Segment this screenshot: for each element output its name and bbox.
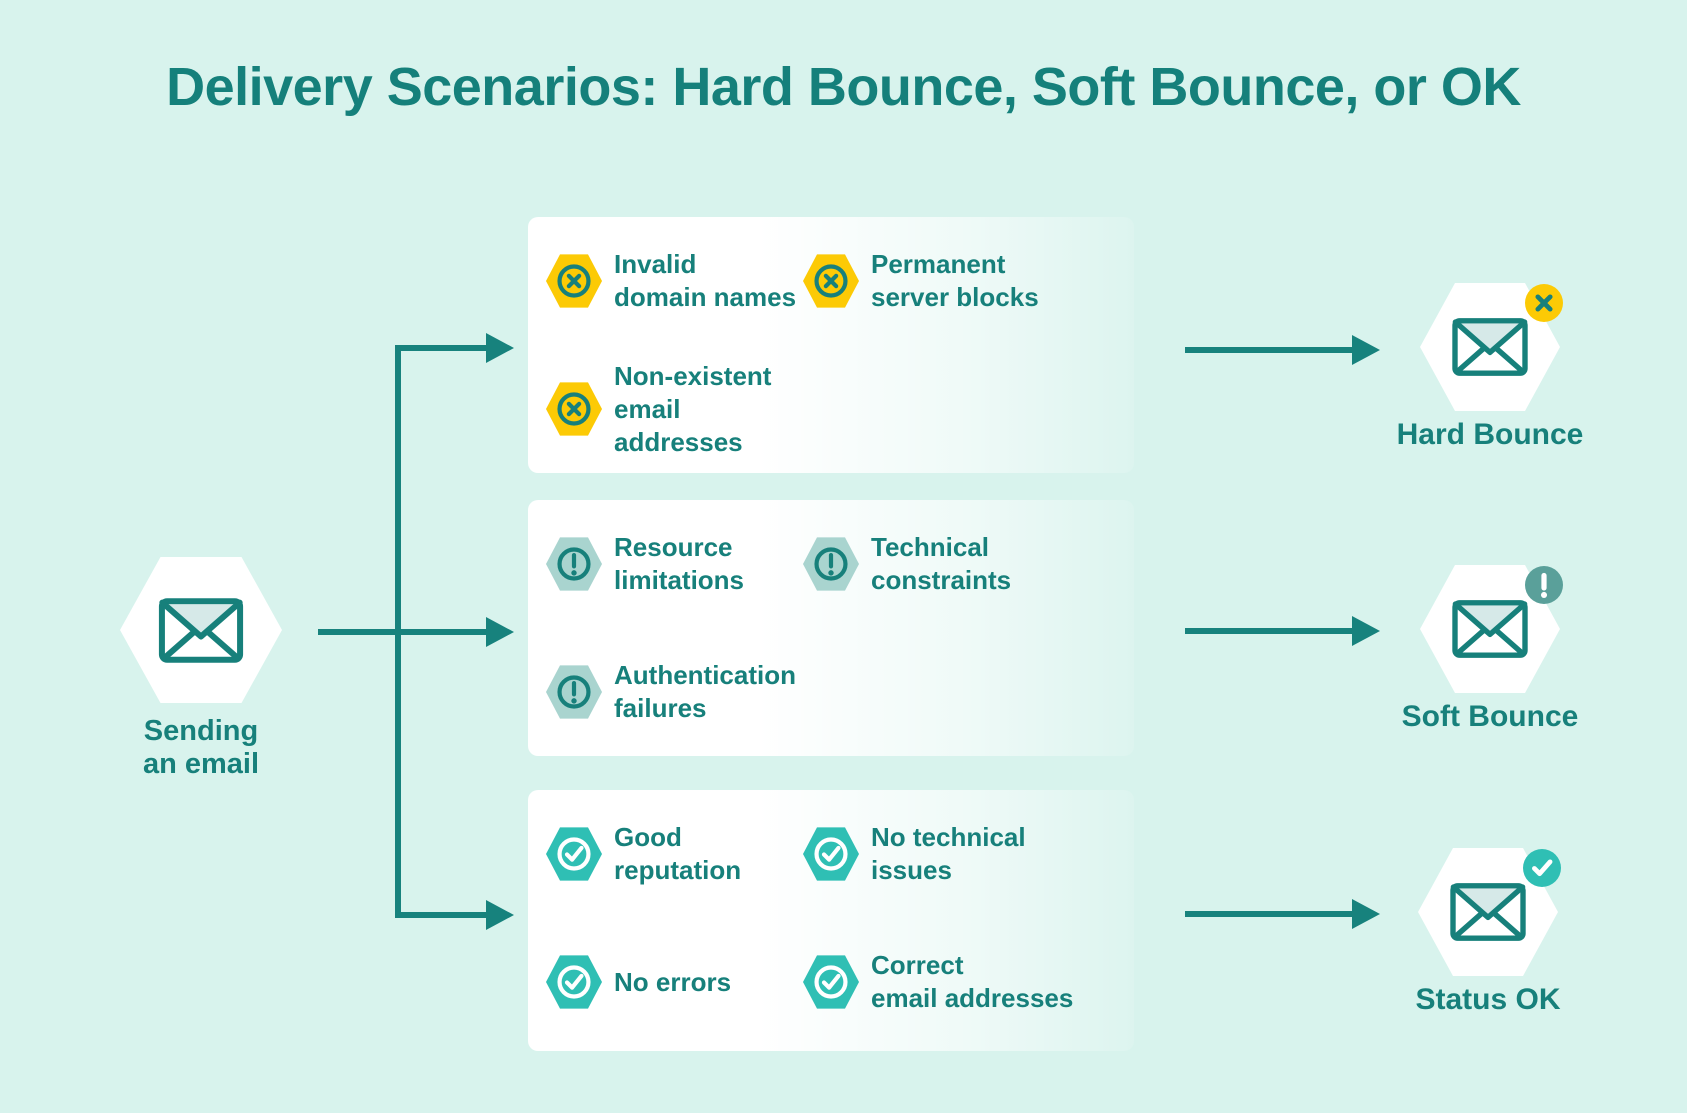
branch-arrowheads: [486, 333, 514, 930]
check-hexagon-icon: [546, 953, 602, 1011]
error-hexagon-icon: [803, 252, 859, 310]
cause-label: Resource limitations: [614, 532, 745, 595]
result-node-soft-bounce: Soft Bounce: [1370, 565, 1610, 734]
warning-hexagon-icon: [803, 535, 859, 593]
cause-label: No errors: [614, 966, 732, 997]
check-badge-icon: [1523, 849, 1561, 887]
panel-soft-bounce-causes: Resource limitations Technical constrain…: [528, 500, 1134, 756]
envelope-icon: [157, 597, 245, 664]
result-node-hard-bounce: Hard Bounce: [1370, 283, 1610, 452]
cause-item: Correct email addresses: [803, 918, 1134, 1046]
cause-item: Authentication failures: [546, 628, 803, 756]
cause-item: Invalid domain names: [546, 217, 803, 345]
cause-item: Resource limitations: [546, 500, 803, 628]
cause-label: No technical issues: [871, 822, 1026, 885]
result-label: Soft Bounce: [1401, 700, 1579, 733]
cause-item: No technical issues: [803, 790, 1134, 918]
check-hexagon-icon: [803, 825, 859, 883]
x-badge-icon: [1525, 284, 1563, 322]
source-label: Sending an email: [142, 715, 260, 780]
cause-label: Non-existent email addresses: [614, 360, 772, 457]
source-hexagon: [120, 557, 282, 703]
result-arrows: [1185, 347, 1352, 917]
cause-label: Good reputation: [614, 822, 742, 885]
hard-branch-arrowhead: [486, 333, 514, 363]
cause-item: No errors: [546, 918, 803, 1046]
check-hexagon-icon: [546, 825, 602, 883]
cause-label: Authentication failures: [614, 660, 796, 723]
cause-item: Non-existent email addresses: [546, 345, 803, 473]
panel-hard-bounce-causes: Invalid domain names Permanent server bl…: [528, 217, 1134, 473]
cause-item: Permanent server blocks: [803, 217, 1134, 345]
soft-branch-arrowhead: [486, 617, 514, 647]
panel-status-ok-causes: Good reputation No technical issues No e…: [528, 790, 1134, 1051]
cause-item: Technical constraints: [803, 500, 1134, 628]
cause-label: Technical constraints: [871, 532, 1012, 595]
envelope-icon: [1449, 882, 1527, 942]
envelope-icon: [1451, 317, 1529, 377]
cause-label: Correct email addresses: [871, 950, 1074, 1013]
error-hexagon-icon: [546, 380, 602, 438]
ok-branch-arrowhead: [486, 900, 514, 930]
warning-hexagon-icon: [546, 535, 602, 593]
cause-item: Good reputation: [546, 790, 803, 918]
result-label: Hard Bounce: [1396, 418, 1584, 451]
source-node-sending-email: Sending an email: [91, 557, 311, 781]
exclamation-badge-icon: [1525, 566, 1563, 604]
check-hexagon-icon: [803, 953, 859, 1011]
warning-hexagon-icon: [546, 663, 602, 721]
branch-trunk-connector: [318, 345, 486, 918]
cause-label: Invalid domain names: [614, 249, 797, 312]
envelope-icon: [1451, 599, 1529, 659]
diagram-title: Delivery Scenarios: Hard Bounce, Soft Bo…: [166, 57, 1521, 117]
error-hexagon-icon: [546, 252, 602, 310]
result-label: Status OK: [1415, 983, 1561, 1016]
result-node-status-ok: Status OK: [1368, 848, 1608, 1017]
cause-label: Permanent server blocks: [871, 249, 1039, 312]
